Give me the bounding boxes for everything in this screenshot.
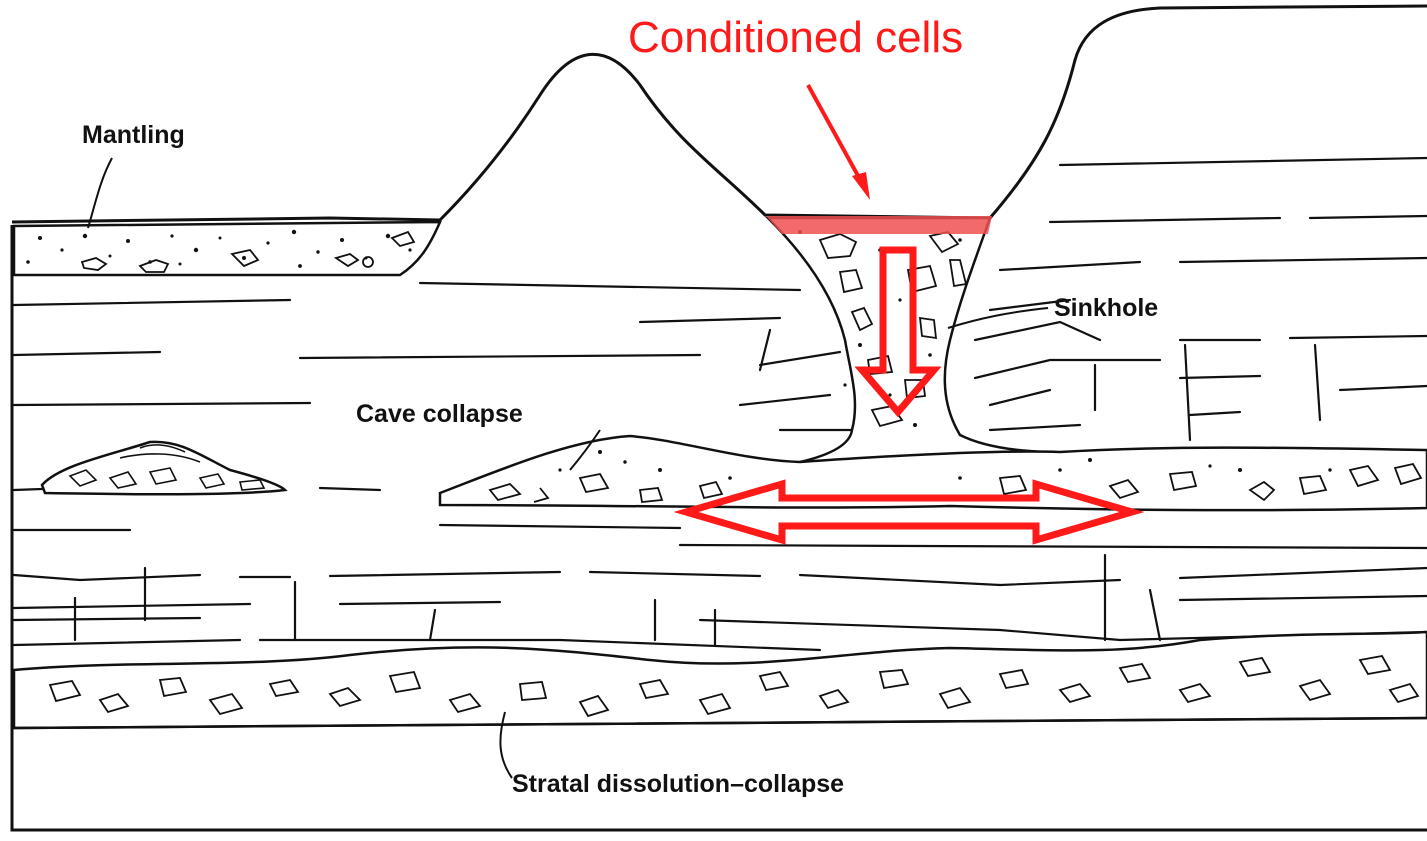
label-sinkhole: Sinkhole	[1054, 294, 1158, 322]
label-stratal-dissolution-collapse: Stratal dissolution–collapse	[512, 770, 844, 798]
label-cave-collapse: Cave collapse	[356, 400, 523, 428]
cave-collapse-lens	[42, 442, 285, 494]
conditioned-cells-band	[766, 216, 992, 234]
conditioned-cells-pointer	[808, 85, 870, 200]
label-mantling: Mantling	[82, 121, 185, 149]
mantling-layer	[14, 222, 440, 275]
frame	[12, 225, 1427, 830]
conditioned-cells-title: Conditioned cells	[628, 13, 963, 62]
